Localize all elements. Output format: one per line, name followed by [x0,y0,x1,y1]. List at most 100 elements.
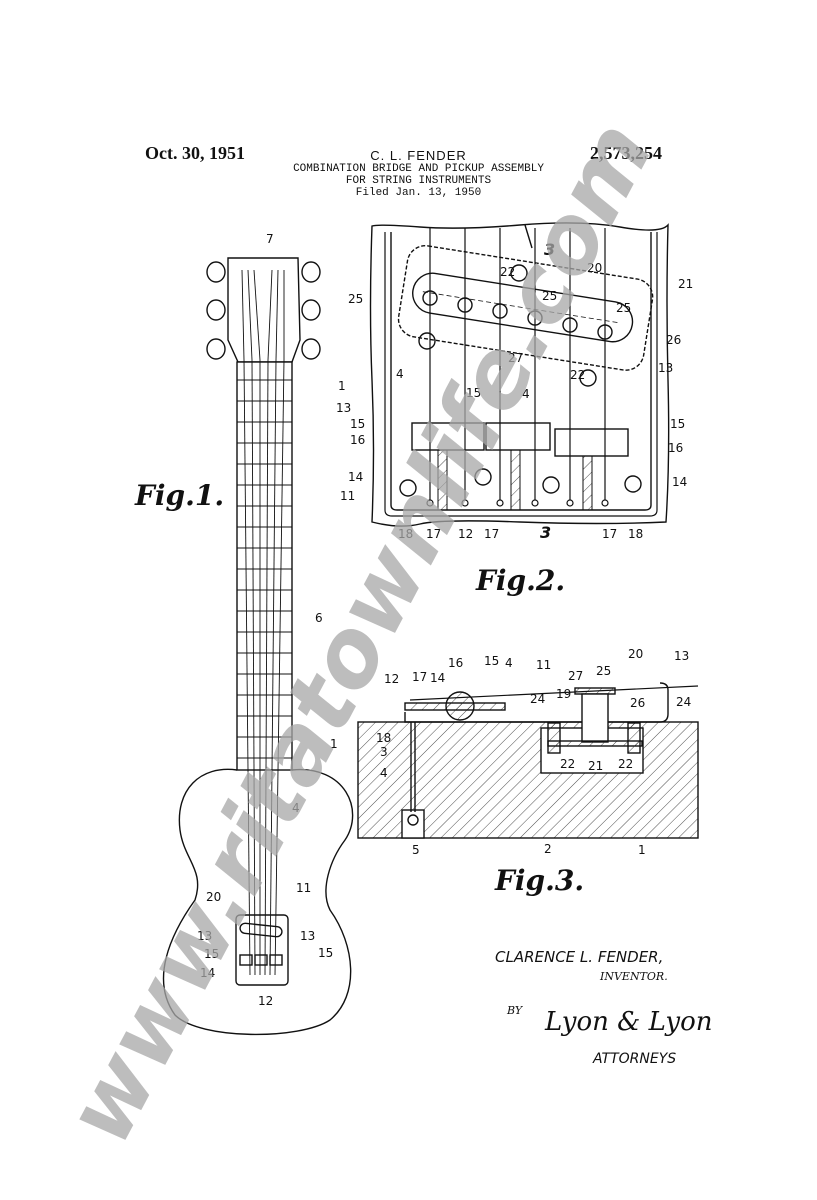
reference-numeral: 4 [292,801,300,815]
reference-numeral: 1 [330,737,338,751]
reference-numeral: 1 [638,843,646,857]
fig1-caption: Fig.1. [134,479,224,512]
pickup [239,922,283,938]
fig3-caption: Fig.3. [494,864,584,897]
reference-numeral: 18 [376,731,391,745]
bridge-plate-outline [384,232,658,517]
reference-numeral: 3 [544,240,555,259]
reference-numeral: 25 [348,292,363,306]
attorneys-label: ATTORNEYS [592,1051,676,1067]
reference-numeral: 3 [380,745,388,759]
saddles [411,422,629,457]
reference-numeral: 21 [588,759,603,773]
inventor-label: INVENTOR. [599,970,668,983]
screw-icon [418,332,436,350]
reference-numeral: 15 [484,654,499,668]
watermark: www.ritatownlife.com [45,105,674,1161]
by-label: BY [506,1004,524,1017]
reference-numeral: 21 [678,277,693,291]
reference-numeral: 22 [618,757,633,771]
string [275,269,279,361]
reference-numeral: 13 [300,929,315,943]
reference-numeral: 16 [668,441,683,455]
fig2-caption: Fig.2. [475,564,565,597]
string [267,269,273,361]
reference-numeral: 15 [350,417,365,431]
reference-numeral: 4 [380,766,388,780]
screw-icon [510,264,528,282]
string [264,359,269,976]
patent-date: Oct. 30, 1951 [145,143,245,163]
fig3-section-view [357,682,699,839]
string-hole [461,499,469,507]
reference-numeral: 11 [340,489,355,503]
reference-numeral: 24 [530,692,545,706]
reference-numeral: 13 [197,929,212,943]
reference-numeral: 20 [206,890,221,904]
reference-numeral: 18 [628,527,643,541]
screw-icon [624,475,642,493]
reference-numeral: 17 [412,670,427,684]
reference-numeral: 7 [266,232,274,246]
reference-numeral: 22 [560,757,575,771]
string [243,359,251,976]
body-outline [369,222,670,527]
reference-numeral: 16 [350,433,365,447]
reference-numeral: 13 [674,649,689,663]
reference-numeral: 13 [658,361,673,375]
reference-numeral: 4 [522,387,530,401]
string [253,269,261,361]
reference-numeral: 22 [500,265,515,279]
reference-numeral: 4 [505,656,513,670]
reference-numeral: 17 [484,527,499,541]
reference-numeral: 25 [542,289,557,303]
reference-numeral: 26 [630,696,645,710]
fig1-guitar [162,257,354,1036]
reference-numeral: 14 [200,966,215,980]
reference-numeral: 15 [466,386,481,400]
guitar-body [162,768,354,1036]
reference-numeral: 2 [544,842,552,856]
screw-icon [579,369,597,387]
reference-numeral: 1 [338,379,346,393]
reference-numeral: 14 [672,475,687,489]
reference-numeral: 22 [570,368,585,382]
string-hole [601,499,609,507]
reference-numeral: 20 [628,647,643,661]
reference-numeral: 27 [568,669,583,683]
screw-icon [474,468,492,486]
reference-numeral: 14 [430,671,445,685]
reference-numeral: 18 [398,527,413,541]
reference-numeral: 24 [676,695,691,709]
reference-numeral: 5 [412,843,420,857]
reference-numeral: 14 [348,470,363,484]
string [251,359,256,976]
reference-numeral: 12 [458,527,473,541]
reference-numeral: 13 [336,401,351,415]
saddle-section [445,691,475,721]
inventor-name: CLARENCE L. FENDER, [495,948,663,966]
string [247,269,253,361]
attorney-signature: Lyon & Lyon [544,1007,712,1037]
string-hole [426,499,434,507]
string [241,269,245,361]
reference-numeral: 26 [666,333,681,347]
screw-icon [399,479,417,497]
reference-numeral: 11 [296,881,311,895]
reference-numeral: 25 [596,664,611,678]
reference-numeral: 3 [540,523,551,542]
filed-date: Filed Jan. 13, 1950 [355,187,482,199]
reference-numeral: 16 [448,656,463,670]
pickup-outline [412,272,634,343]
headstock [227,257,301,363]
reference-numeral: 6 [315,611,323,625]
reference-numeral: 15 [318,946,333,960]
pickup-mount-dashed [397,245,654,371]
string [274,359,285,976]
string-hole [566,499,574,507]
reference-numeral: 25 [616,301,631,315]
fig2-top-view [369,222,670,527]
patent-title-line1: COMBINATION BRIDGE AND PICKUP ASSEMBLY [293,163,544,175]
